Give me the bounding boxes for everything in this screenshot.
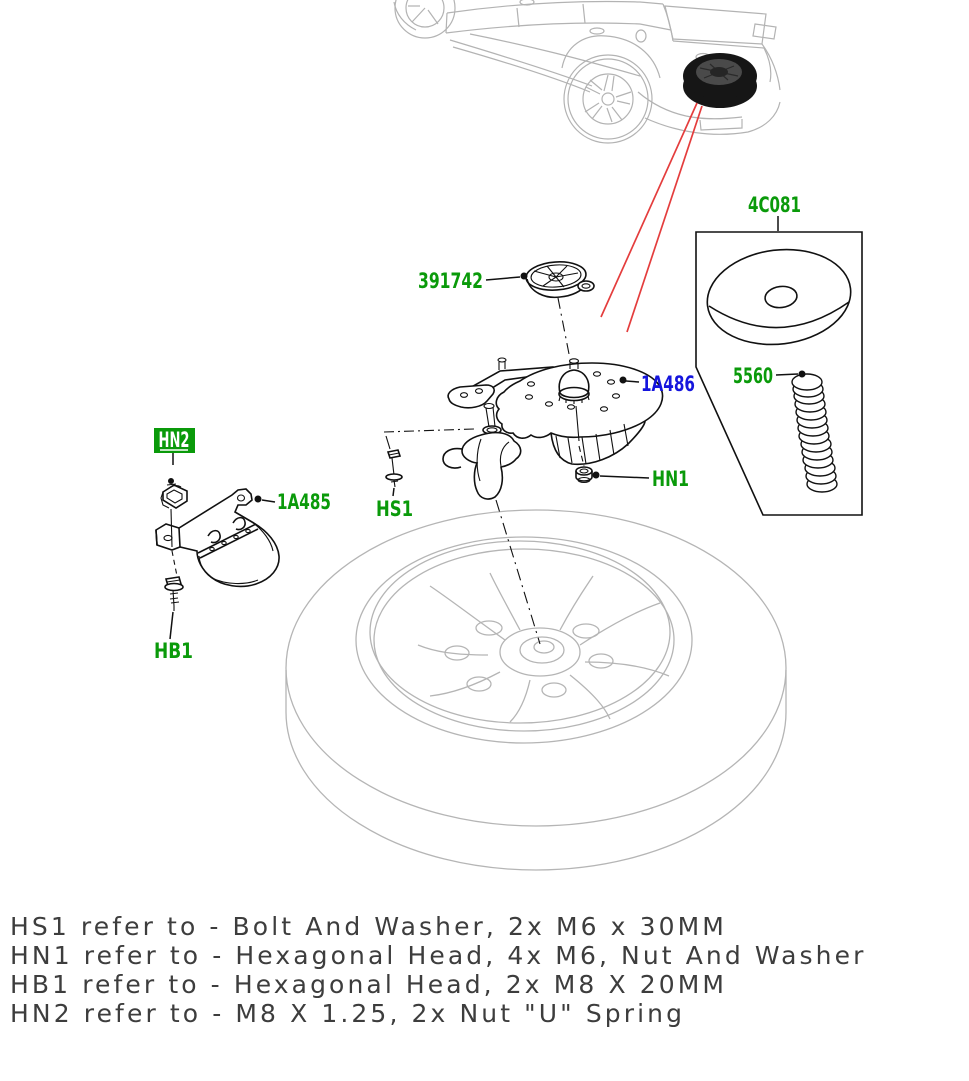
parts-box-4c081 bbox=[695, 231, 863, 516]
bolt-hs1-drawing bbox=[383, 428, 475, 497]
road-wheel-drawing bbox=[285, 509, 787, 871]
assembly-centerlines bbox=[495, 297, 571, 645]
part-label-4c081[interactable]: 4C081 bbox=[748, 193, 801, 217]
hn2-badge-background bbox=[154, 428, 195, 453]
part-label-1a486[interactable]: 1A486 bbox=[641, 372, 695, 396]
part-label-hn2[interactable]: HN2 bbox=[159, 428, 190, 452]
cap-drawing bbox=[525, 261, 595, 299]
note-line-hb1: HB1 refer to - Hexagonal Head, 2x M8 X 2… bbox=[10, 970, 728, 999]
coil-spring-drawing bbox=[791, 373, 838, 493]
part-label-hn2-badge[interactable]: HN2 bbox=[154, 428, 195, 453]
nut-hn1-drawing bbox=[575, 466, 593, 484]
part-label-hb1[interactable]: HB1 bbox=[154, 639, 193, 663]
part-label-hs1[interactable]: HS1 bbox=[376, 497, 413, 521]
hardware-notes: HS1 refer to - Bolt And Washer, 2x M6 x … bbox=[10, 912, 960, 1028]
bolt-hb1-drawing bbox=[164, 550, 184, 611]
note-line-hs1: HS1 refer to - Bolt And Washer, 2x M6 x … bbox=[10, 912, 727, 941]
spare-wheel-highlight bbox=[683, 53, 757, 108]
red-leader-line-2 bbox=[626, 105, 703, 333]
note-line-hn2: HN2 refer to - M8 X 1.25, 2x Nut "U" Spr… bbox=[10, 999, 686, 1028]
leader-lines bbox=[169, 216, 806, 640]
u-nut-clip-drawing bbox=[160, 478, 188, 548]
part-label-391742[interactable]: 391742 bbox=[418, 269, 483, 293]
bracket-drawing bbox=[155, 488, 280, 588]
parts-box-outline bbox=[695, 231, 863, 516]
note-line-hn1: HN1 refer to - Hexagonal Head, 4x M6, Nu… bbox=[10, 941, 867, 970]
car-illustration bbox=[393, 0, 781, 144]
part-label-1a485[interactable]: 1A485 bbox=[277, 490, 331, 514]
red-leader-lines bbox=[600, 102, 703, 333]
red-leader-line-1 bbox=[600, 102, 698, 318]
washer-disc-drawing bbox=[706, 248, 852, 346]
part-label-hn1[interactable]: HN1 bbox=[652, 467, 689, 491]
part-label-5560[interactable]: 5560 bbox=[733, 364, 773, 388]
